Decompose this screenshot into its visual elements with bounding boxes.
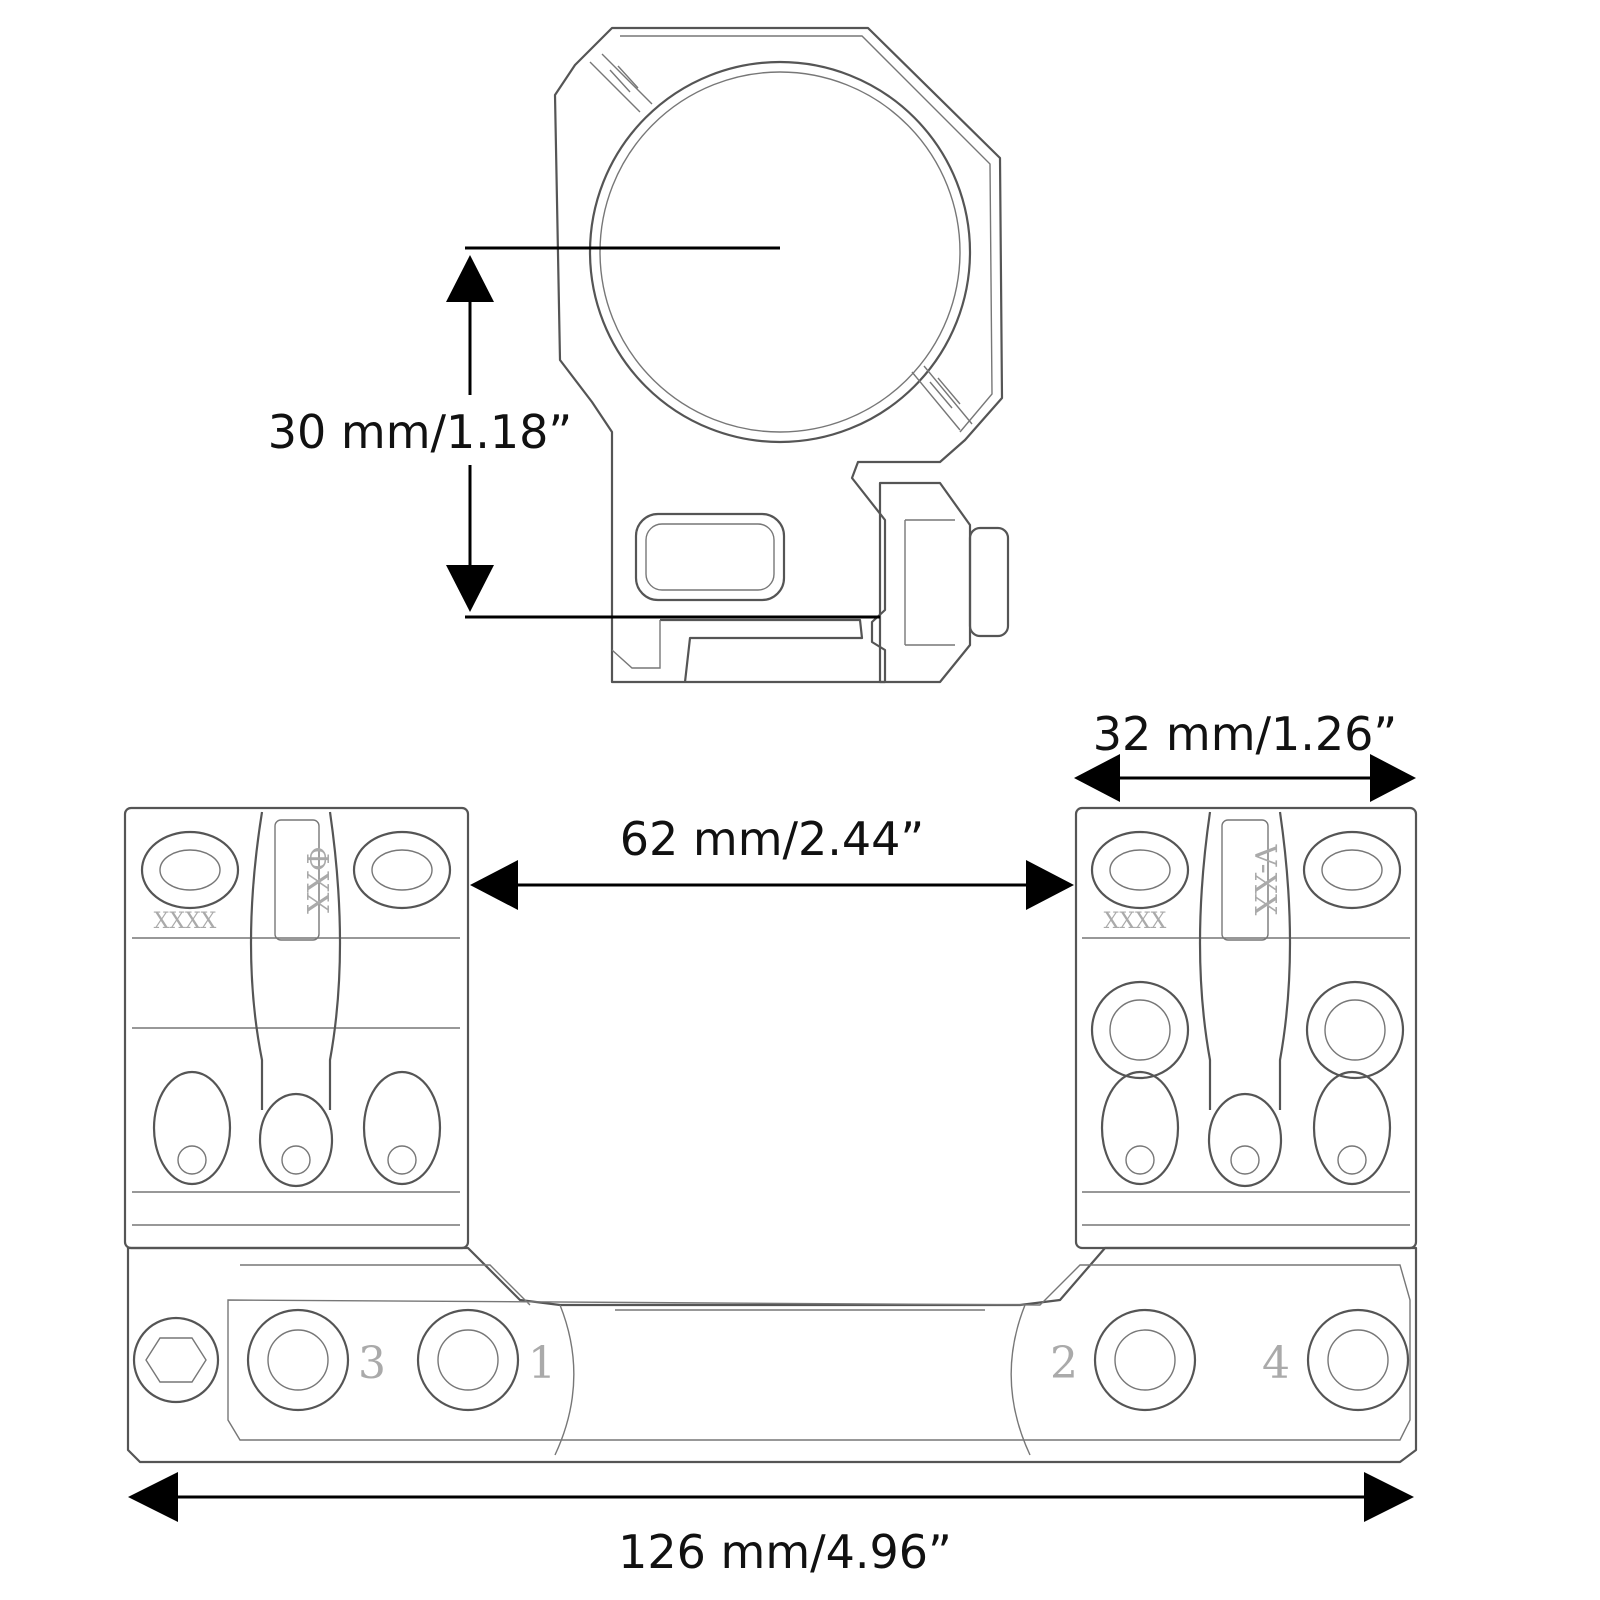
base-hex-socket bbox=[132, 1316, 220, 1404]
right-lower-screw-1-head bbox=[1125, 1145, 1155, 1175]
right-top-screw-1 bbox=[1090, 830, 1190, 910]
screw-number-4: 4 bbox=[1262, 1338, 1290, 1389]
ring-width-arrow-right bbox=[1370, 754, 1416, 802]
right-lower-screw-3 bbox=[1312, 1070, 1392, 1186]
right-ring-spine bbox=[1198, 811, 1292, 1110]
height-label-bg bbox=[270, 395, 580, 465]
left-lower-screw-2 bbox=[258, 1092, 334, 1188]
ring-side-view bbox=[553, 26, 1010, 684]
base-screw-4-inner bbox=[1327, 1329, 1389, 1391]
overall-length-arrow-right bbox=[1364, 1472, 1414, 1522]
left-top-screw-2 bbox=[352, 830, 452, 910]
ring-width-dimension: 32 mm/1.26” bbox=[1074, 707, 1416, 802]
left-lower-screw-3 bbox=[362, 1070, 442, 1186]
screw-number-3: 3 bbox=[358, 1338, 386, 1389]
overall-length-arrow-left bbox=[128, 1472, 178, 1522]
right-top-screw-2-inner bbox=[1321, 849, 1383, 891]
ring-height-label: 30 mm/1.18” bbox=[268, 405, 573, 459]
left-ring-marking: XXXX bbox=[154, 909, 217, 934]
left-lower-screw-1 bbox=[152, 1070, 232, 1186]
mount-top-view: ФXX XXXX V-XX XXXX bbox=[123, 806, 1418, 1464]
screw-numbers: 3 1 2 4 bbox=[358, 1338, 1290, 1389]
right-ring-code-plate bbox=[1221, 819, 1269, 941]
ring-spacing-dimension: 62 mm/2.44” bbox=[470, 812, 1074, 910]
right-ring-marking: XXXX bbox=[1104, 909, 1167, 934]
ring-outline bbox=[553, 26, 1004, 684]
base-screw-3 bbox=[246, 1308, 350, 1412]
right-ring-block bbox=[1074, 806, 1418, 1250]
left-top-screws bbox=[140, 830, 452, 910]
ring-height-dimension: 30 mm/1.18” bbox=[268, 246, 880, 619]
left-lower-screw-3-head bbox=[387, 1145, 417, 1175]
right-mid-screw-2-inner bbox=[1324, 999, 1386, 1061]
ring-width-label: 32 mm/1.26” bbox=[1093, 707, 1398, 761]
left-lower-screw-1-head bbox=[177, 1145, 207, 1175]
right-mid-screw-1 bbox=[1090, 980, 1190, 1080]
right-lower-screw-2 bbox=[1207, 1092, 1283, 1188]
right-top-screw-1-inner bbox=[1109, 849, 1171, 891]
left-ring-code: ФXX bbox=[299, 846, 334, 914]
ring-split-top bbox=[589, 53, 653, 113]
base-screw-2-inner bbox=[1114, 1329, 1176, 1391]
height-arrow-up bbox=[446, 255, 494, 302]
ring-bore bbox=[588, 60, 972, 444]
left-ring-dividers bbox=[132, 937, 460, 1226]
ring-split-bottom bbox=[911, 365, 973, 431]
left-ring-spine bbox=[249, 811, 342, 1110]
base-screw-3-inner bbox=[267, 1329, 329, 1391]
screw-number-1: 1 bbox=[528, 1338, 556, 1389]
right-mid-screws bbox=[1090, 980, 1405, 1080]
left-lower-screw-2-head bbox=[281, 1145, 311, 1175]
right-mid-screw-1-inner bbox=[1109, 999, 1171, 1061]
left-ring-block bbox=[123, 806, 470, 1250]
right-lower-screw-3-head bbox=[1337, 1145, 1367, 1175]
mount-base bbox=[126, 1246, 1418, 1464]
dovetail-foot bbox=[660, 618, 864, 683]
right-ring-code: V-XX bbox=[1247, 844, 1282, 916]
ring-width-arrow-left bbox=[1074, 754, 1120, 802]
ring-spacing-arrow-left bbox=[470, 860, 518, 910]
left-top-screw-2-inner bbox=[371, 849, 433, 891]
base-hex-socket-inner bbox=[145, 1337, 207, 1383]
left-top-screw-1 bbox=[140, 830, 240, 910]
dovetail-foot-edge bbox=[611, 620, 661, 669]
ring-outline-inner bbox=[620, 35, 993, 433]
right-top-screw-2 bbox=[1302, 830, 1402, 910]
ring-spacing-label: 62 mm/2.44” bbox=[620, 812, 925, 866]
overall-length-dimension: 126 mm/4.96” bbox=[128, 1472, 1414, 1579]
base-screw-4 bbox=[1306, 1308, 1410, 1412]
mount-base-lower-edge bbox=[227, 1264, 1411, 1441]
right-top-screws bbox=[1090, 830, 1402, 910]
overall-length-label: 126 mm/4.96” bbox=[618, 1525, 952, 1579]
base-screw-1 bbox=[416, 1308, 520, 1412]
right-ring-dividers bbox=[1082, 937, 1410, 1226]
ring-spacing-arrow-right bbox=[1026, 860, 1074, 910]
clamp-slot-inner bbox=[645, 523, 775, 591]
left-top-screw-1-inner bbox=[159, 849, 221, 891]
ring-bore-inner bbox=[599, 71, 961, 433]
clamp-knob bbox=[968, 526, 1010, 638]
base-screw-1-inner bbox=[437, 1329, 499, 1391]
base-screw-2 bbox=[1093, 1308, 1197, 1412]
clamp-jaw bbox=[878, 481, 972, 684]
left-ring-code-plate bbox=[274, 819, 320, 941]
right-mid-screw-2 bbox=[1305, 980, 1405, 1080]
screw-number-2: 2 bbox=[1050, 1338, 1078, 1389]
left-lower-screws bbox=[152, 1070, 442, 1188]
clamp-jaw-face bbox=[904, 519, 955, 646]
mount-center-saddle bbox=[554, 1304, 1031, 1456]
clamp-slot bbox=[634, 512, 786, 602]
right-lower-screw-2-head bbox=[1230, 1145, 1260, 1175]
height-arrow-down bbox=[446, 565, 494, 612]
right-lower-screw-1 bbox=[1100, 1070, 1180, 1186]
right-lower-screws bbox=[1100, 1070, 1392, 1188]
base-screws bbox=[246, 1308, 1410, 1412]
